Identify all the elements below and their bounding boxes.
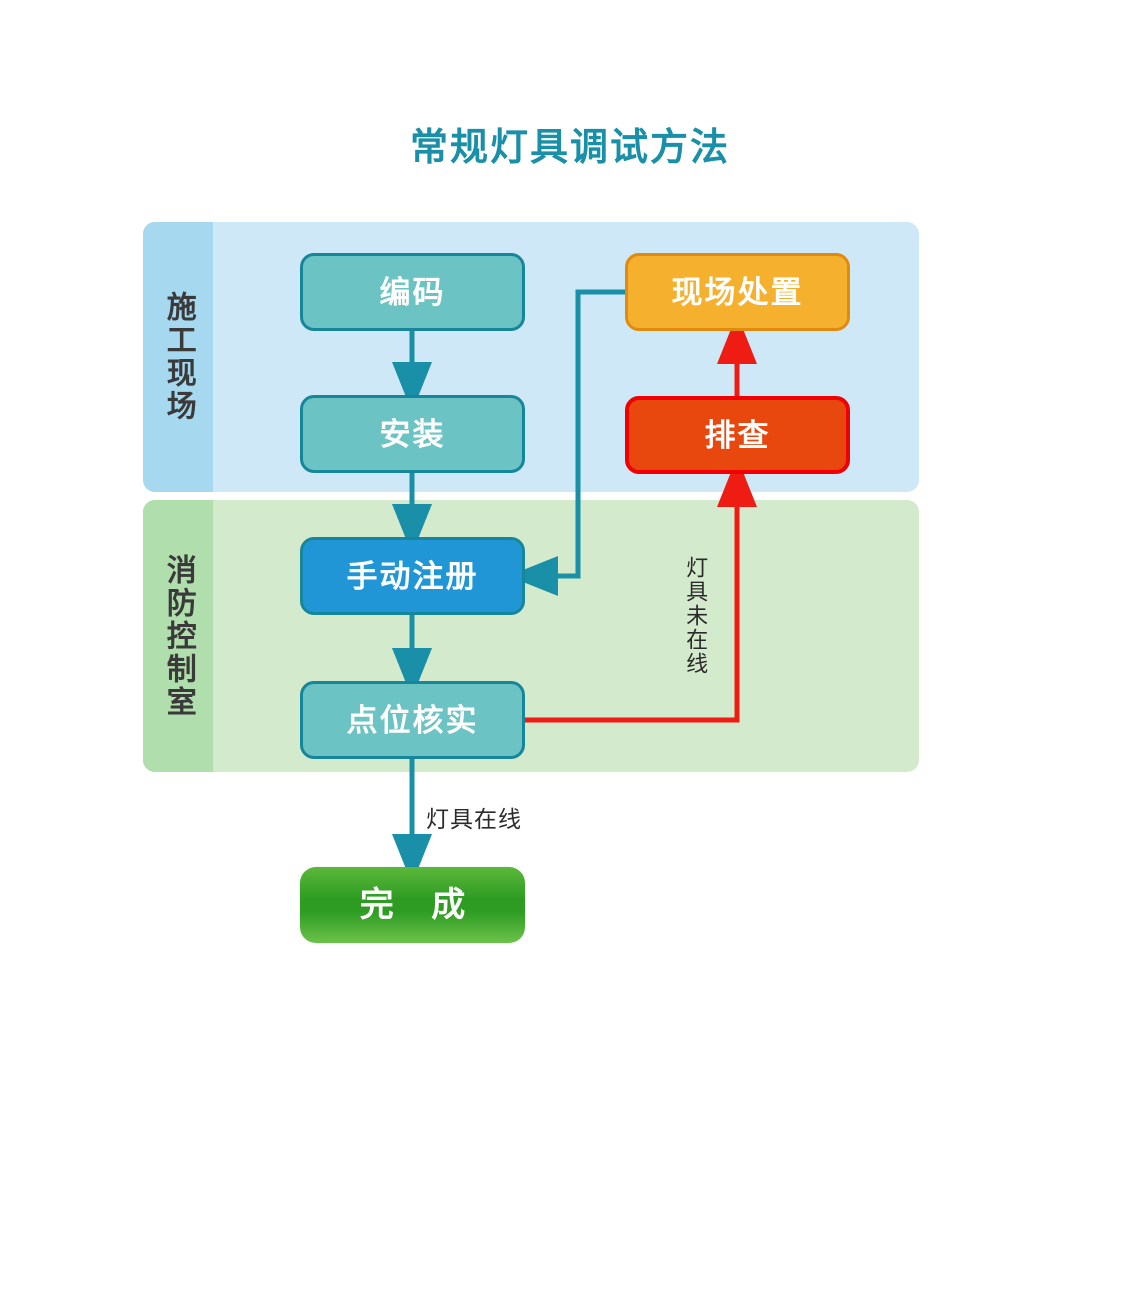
- swimlane-label-fire-control-room: 消防控制室: [143, 500, 213, 772]
- edge-verify-to-troubleshoot: [525, 456, 757, 723]
- node-install[interactable]: 安装: [300, 395, 525, 473]
- page-title: 常规灯具调试方法: [409, 127, 730, 169]
- node-troubleshoot[interactable]: 排查: [625, 396, 850, 474]
- swimlane-label-text: 消防控制室: [161, 553, 195, 719]
- swimlane-label-construction-site: 施工现场: [143, 222, 213, 492]
- edge-label-lamp-offline: 灯具未在线: [683, 556, 709, 676]
- swimlane-fire-control-room: 消防控制室: [143, 500, 919, 772]
- node-onsite-handling[interactable]: 现场处置: [625, 253, 850, 331]
- swimlane-label-text: 施工现场: [161, 291, 195, 423]
- node-manual-register[interactable]: 手动注册: [300, 537, 525, 615]
- edge-onsite-to-register: [507, 289, 625, 596]
- node-point-verification[interactable]: 点位核实: [300, 681, 525, 759]
- node-done[interactable]: 完 成: [300, 867, 525, 943]
- edge-label-lamp-online: 灯具在线: [426, 806, 522, 832]
- node-coding[interactable]: 编码: [300, 253, 525, 331]
